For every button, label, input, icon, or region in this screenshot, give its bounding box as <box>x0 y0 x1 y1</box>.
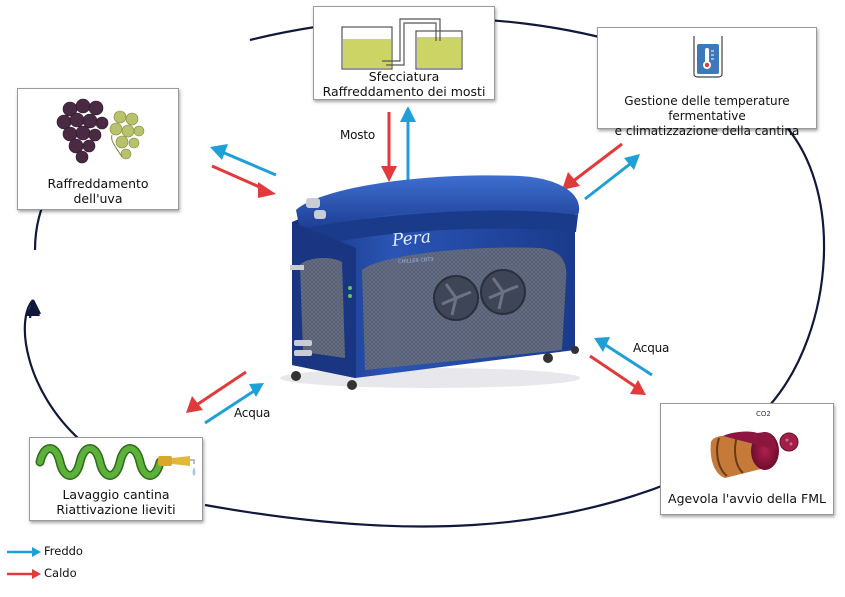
grapes-icon <box>56 98 145 164</box>
arrow-label-water-left: Acqua <box>234 406 271 420</box>
node-must-cooling: Sfecciatura Raffreddamento dei mosti <box>313 6 495 100</box>
cold-arrow-icon <box>7 546 41 557</box>
node-must-cooling-label: Sfecciatura Raffreddamento dei mosti <box>322 69 486 99</box>
hose-icon <box>35 444 196 480</box>
co2-label: CO2 <box>756 410 771 418</box>
machine-brand-logo: Pera <box>391 227 432 251</box>
node-washing: Lavaggio cantina Riattivazione lieviti <box>29 437 203 521</box>
thermometer-icon <box>693 36 723 78</box>
tanks-icon <box>341 18 463 70</box>
arrows-must <box>381 106 416 182</box>
chiller-machine <box>280 175 580 390</box>
hot-arrow-icon <box>7 568 41 579</box>
barrel-icon <box>710 431 799 478</box>
node-washing-label: Lavaggio cantina Riattivazione lieviti <box>56 487 176 517</box>
arrow-label-water-right: Acqua <box>633 341 670 355</box>
arrow-label-must: Mosto <box>340 128 375 142</box>
legend-item-hot: Caldo <box>6 566 77 580</box>
legend-hot-label: Caldo <box>44 566 77 580</box>
node-grape-cooling-label: Raffreddamento dell'uva <box>47 176 149 206</box>
arrows-washing <box>186 370 264 425</box>
node-fml: CO2 Agevola l'avvio della FML <box>660 403 834 515</box>
node-temperature-management: Gestione delle temperature fermentative … <box>597 27 817 138</box>
node-fml-label: Agevola l'avvio della FML <box>668 491 826 506</box>
node-temperature-management-label: Gestione delle temperature fermentative … <box>614 94 800 138</box>
node-grape-cooling: Raffreddamento dell'uva <box>17 88 179 210</box>
arrows-temperature <box>562 142 640 201</box>
legend-item-cold: Freddo <box>6 544 83 558</box>
arrows-fml <box>589 337 653 395</box>
arrows-grapes <box>210 144 277 198</box>
legend-cold-label: Freddo <box>44 544 83 558</box>
